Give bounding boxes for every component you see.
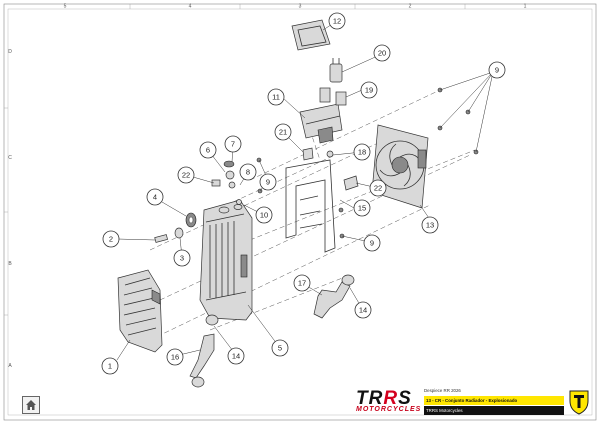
radiator-core bbox=[199, 199, 253, 321]
svg-text:3: 3 bbox=[180, 254, 184, 263]
callout-10: 10 bbox=[255, 206, 273, 224]
column-label: 4 bbox=[189, 4, 192, 10]
relay-20 bbox=[329, 58, 343, 83]
callout-2: 2 bbox=[102, 230, 120, 248]
svg-text:14: 14 bbox=[232, 352, 240, 361]
callout-14: 14 bbox=[354, 301, 372, 319]
callout-3: 3 bbox=[173, 249, 191, 267]
callout-15: 15 bbox=[353, 199, 371, 217]
grommet-part-4 bbox=[185, 212, 197, 228]
callout-19: 19 bbox=[360, 81, 378, 99]
callout-14: 14 bbox=[227, 347, 245, 365]
svg-text:5: 5 bbox=[278, 344, 282, 353]
callout-13: 13 bbox=[421, 216, 439, 234]
callout-9: 9 bbox=[363, 234, 381, 252]
callout-4: 4 bbox=[146, 188, 164, 206]
drawing-title: 13 - CR - Conjunto Radiador - Explosiona… bbox=[424, 396, 564, 405]
drawing-frame bbox=[3, 3, 597, 421]
hose-17 bbox=[313, 274, 355, 319]
title-block-info: Despiece RR 2026 13 - CR - Conjunto Radi… bbox=[424, 388, 564, 418]
row-label: B bbox=[8, 261, 12, 267]
callout-16: 16 bbox=[166, 348, 184, 366]
clip-18 bbox=[326, 150, 334, 158]
svg-text:9: 9 bbox=[370, 239, 374, 248]
svg-text:9: 9 bbox=[495, 66, 499, 75]
module-12 bbox=[291, 19, 331, 51]
column-label: 2 bbox=[409, 4, 412, 10]
callout-9: 9 bbox=[488, 61, 506, 79]
callout-20: 20 bbox=[373, 44, 391, 62]
hose-16 bbox=[189, 314, 219, 388]
svg-text:12: 12 bbox=[333, 17, 341, 26]
cap-assembly bbox=[211, 160, 242, 205]
svg-text:9: 9 bbox=[266, 178, 270, 187]
brand-subtitle: MOTORCYCLES bbox=[356, 406, 422, 413]
bracket-22 bbox=[343, 175, 359, 191]
callout-22: 22 bbox=[369, 179, 387, 197]
svg-text:6: 6 bbox=[206, 146, 210, 155]
svg-text:22: 22 bbox=[374, 184, 382, 193]
row-label: A bbox=[8, 363, 12, 369]
bracket-frame bbox=[285, 159, 336, 253]
callout-8: 8 bbox=[239, 163, 257, 181]
svg-text:11: 11 bbox=[272, 93, 280, 102]
callouts: 1 2 3 4 5 6 7 8 9 9 9 10 11 12 13 14 14 … bbox=[101, 12, 506, 375]
company-name: TRRS Motorcycles bbox=[424, 406, 564, 415]
callout-17: 17 bbox=[293, 274, 311, 292]
svg-text:8: 8 bbox=[246, 168, 250, 177]
svg-text:21: 21 bbox=[279, 128, 287, 137]
callout-1: 1 bbox=[101, 357, 119, 375]
svg-text:1: 1 bbox=[108, 362, 112, 371]
title-block: TRRS MOTORCYCLES Despiece RR 2026 13 - C… bbox=[352, 388, 594, 418]
connector-19 bbox=[319, 87, 347, 106]
callout-21: 21 bbox=[274, 123, 292, 141]
brand-wordmark: TRRS bbox=[356, 388, 412, 409]
callout-18: 18 bbox=[353, 143, 371, 161]
callout-9: 9 bbox=[259, 173, 277, 191]
bolt-part-2 bbox=[154, 234, 169, 243]
callout-6: 6 bbox=[199, 141, 217, 159]
callout-7: 7 bbox=[224, 135, 242, 153]
svg-text:10: 10 bbox=[260, 211, 268, 220]
radiator-shroud bbox=[117, 269, 163, 353]
svg-text:20: 20 bbox=[378, 49, 386, 58]
svg-text:19: 19 bbox=[365, 86, 373, 95]
svg-text:7: 7 bbox=[231, 140, 235, 149]
svg-text:13: 13 bbox=[426, 221, 434, 230]
frame-column-labels: 5 4 3 2 1 bbox=[64, 4, 527, 10]
svg-text:16: 16 bbox=[171, 353, 179, 362]
callout-22: 22 bbox=[177, 166, 195, 184]
column-label: 1 bbox=[524, 4, 527, 10]
frame-ticks bbox=[4, 4, 466, 316]
svg-text:14: 14 bbox=[359, 306, 367, 315]
home-button[interactable] bbox=[22, 396, 40, 414]
svg-text:22: 22 bbox=[182, 171, 190, 180]
callout-5: 5 bbox=[271, 339, 289, 357]
trrs-shield-logo bbox=[569, 390, 589, 415]
svg-text:17: 17 bbox=[298, 279, 306, 288]
callout-12: 12 bbox=[328, 12, 346, 30]
svg-text:2: 2 bbox=[109, 235, 113, 244]
clip-21 bbox=[302, 147, 314, 161]
row-label: C bbox=[8, 155, 12, 161]
washer-part-3 bbox=[174, 227, 184, 239]
home-icon bbox=[26, 400, 36, 410]
column-label: 3 bbox=[299, 4, 302, 10]
leader-lines bbox=[116, 20, 494, 361]
electronic-box-11 bbox=[299, 103, 343, 144]
part-reference: Despiece RR 2026 bbox=[424, 388, 461, 393]
frame-row-labels: D C B A bbox=[8, 49, 12, 369]
brand-logo: TRRS MOTORCYCLES bbox=[356, 388, 422, 416]
row-label: D bbox=[8, 49, 12, 55]
screws-9 bbox=[256, 87, 479, 239]
svg-text:4: 4 bbox=[153, 193, 157, 202]
svg-text:15: 15 bbox=[358, 204, 366, 213]
svg-text:18: 18 bbox=[358, 148, 366, 157]
callout-11: 11 bbox=[267, 88, 285, 106]
column-label: 5 bbox=[64, 4, 67, 10]
